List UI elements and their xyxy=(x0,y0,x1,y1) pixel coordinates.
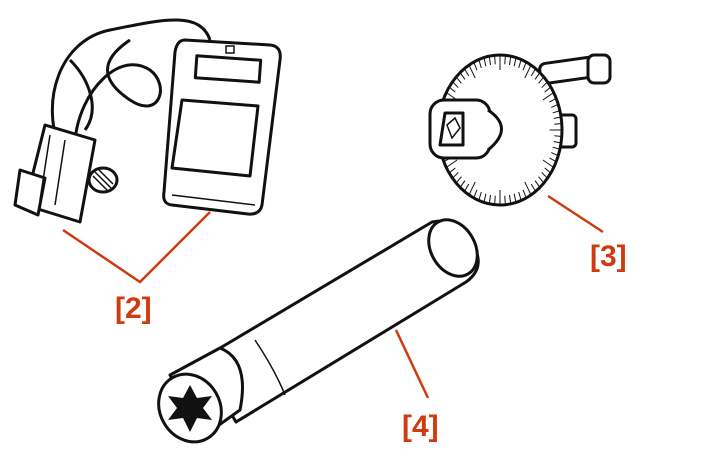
dial-tick xyxy=(530,68,536,77)
dial-tick xyxy=(494,55,496,65)
dial-tick xyxy=(549,97,557,103)
dial-tick xyxy=(534,180,541,188)
dial-tick xyxy=(513,57,517,67)
leader-line-3 xyxy=(547,194,604,234)
dial-tick xyxy=(488,194,492,204)
dial-tick xyxy=(446,159,458,168)
dial-tick xyxy=(478,59,482,69)
clamp-probe xyxy=(13,123,119,224)
dial-tick xyxy=(522,61,527,71)
callout-label-3: [3] xyxy=(590,240,627,273)
dial-tick xyxy=(542,92,554,101)
dial-tick xyxy=(538,176,545,184)
dial-tick xyxy=(551,152,559,157)
callout-label-2: [2] xyxy=(115,292,152,325)
dial-tick xyxy=(494,195,496,205)
dial-tick xyxy=(508,56,512,66)
dial-tick xyxy=(483,193,487,203)
dial-tick xyxy=(518,59,522,69)
dial-tick xyxy=(538,76,545,84)
dial-scale-ticks xyxy=(438,55,562,205)
dial-tick xyxy=(483,57,487,67)
dial-tick xyxy=(508,194,512,204)
dial-tick xyxy=(542,159,554,168)
dial-tick xyxy=(530,183,536,192)
dial-tick xyxy=(553,116,562,120)
callout-label-4: [4] xyxy=(402,410,439,443)
dial-tick xyxy=(544,167,552,174)
dial-tick xyxy=(554,122,562,125)
dial-tick xyxy=(552,110,561,114)
dial-tick xyxy=(459,180,466,188)
dial-tick xyxy=(452,172,459,179)
dial-tick xyxy=(452,81,459,88)
dial-tick xyxy=(464,68,470,77)
dial-tick xyxy=(504,55,506,65)
dial-tick xyxy=(541,172,548,179)
dial-tick xyxy=(455,176,462,184)
dial-tick xyxy=(552,146,561,150)
dial-tick xyxy=(448,86,456,93)
dial-tick xyxy=(522,189,527,199)
dial-tick xyxy=(551,103,559,108)
dial-tick xyxy=(468,181,476,196)
dial-tick xyxy=(448,167,456,174)
dial-tick xyxy=(459,72,466,80)
torx-bit-extension xyxy=(157,218,480,444)
dial-tick xyxy=(473,189,478,199)
dial-tick xyxy=(553,140,562,144)
dial-tick xyxy=(504,195,506,205)
digital-meter xyxy=(162,38,282,216)
dial-tick xyxy=(468,64,476,79)
dial-tick xyxy=(455,76,462,84)
torque-angle-dial xyxy=(428,53,612,207)
dial-tick xyxy=(513,193,517,203)
leader-line-2 xyxy=(62,211,211,284)
dial-tick xyxy=(464,183,470,192)
meter-cable xyxy=(50,18,212,151)
leader-line-4 xyxy=(394,329,430,399)
dial-tick xyxy=(534,72,541,80)
dial-tick xyxy=(524,64,532,79)
dial-tick xyxy=(544,86,552,93)
dial-tick xyxy=(488,56,492,66)
dial-tick xyxy=(524,181,532,196)
dial-tick xyxy=(473,61,478,71)
dial-tick xyxy=(478,191,482,201)
dial-tick xyxy=(549,157,557,163)
dial-tick xyxy=(541,81,548,88)
dial-tick xyxy=(518,191,522,201)
dial-tick xyxy=(554,135,562,138)
